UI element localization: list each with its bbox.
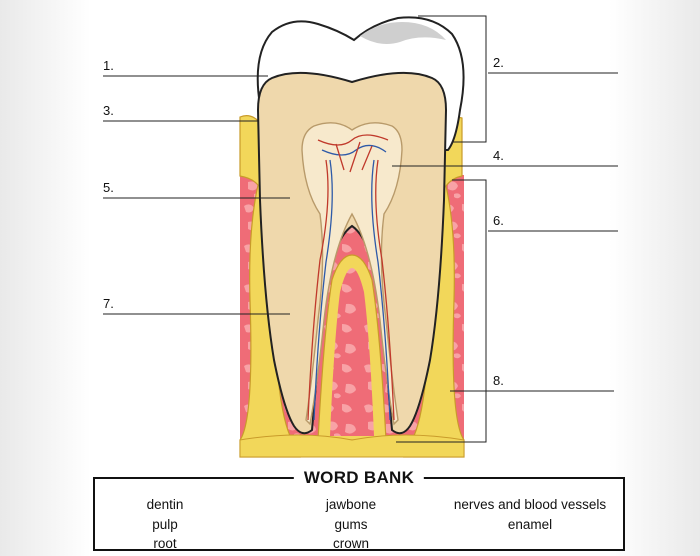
label-4: 4. — [493, 148, 504, 163]
label-8: 8. — [493, 373, 504, 388]
word-gums: gums — [334, 516, 368, 532]
label-1: 1. — [103, 58, 114, 73]
enamel-highlight — [360, 22, 446, 44]
word-enamel: enamel — [507, 516, 553, 532]
word-nerves-and-blood-vessels: nerves and blood vessels — [453, 497, 607, 512]
base-bone — [239, 434, 465, 458]
label-5: 5. — [103, 180, 114, 195]
pulp — [301, 122, 403, 426]
inner-bone — [330, 268, 374, 436]
word-bank-column-1: dentin pulp root — [115, 495, 215, 554]
label-7: 7. — [103, 296, 114, 311]
word-bank-title: WORD BANK — [293, 468, 425, 488]
word-pulp: pulp — [152, 516, 178, 532]
word-bank-column-2: jawbone gums crown — [291, 495, 411, 554]
word-crown: crown — [332, 536, 369, 551]
label-6: 6. — [493, 213, 504, 228]
nerves-and-vessels — [307, 134, 395, 421]
word-jawbone: jawbone — [325, 497, 377, 512]
word-bank: WORD BANK dentin pulp root jawbone gums … — [93, 468, 625, 554]
word-root: root — [153, 536, 177, 551]
leader-lines — [103, 15, 618, 443]
word-dentin: dentin — [146, 497, 184, 512]
label-3: 3. — [103, 103, 114, 118]
word-bank-column-3: nerves and blood vessels enamel — [443, 495, 617, 534]
label-2: 2. — [493, 55, 504, 70]
